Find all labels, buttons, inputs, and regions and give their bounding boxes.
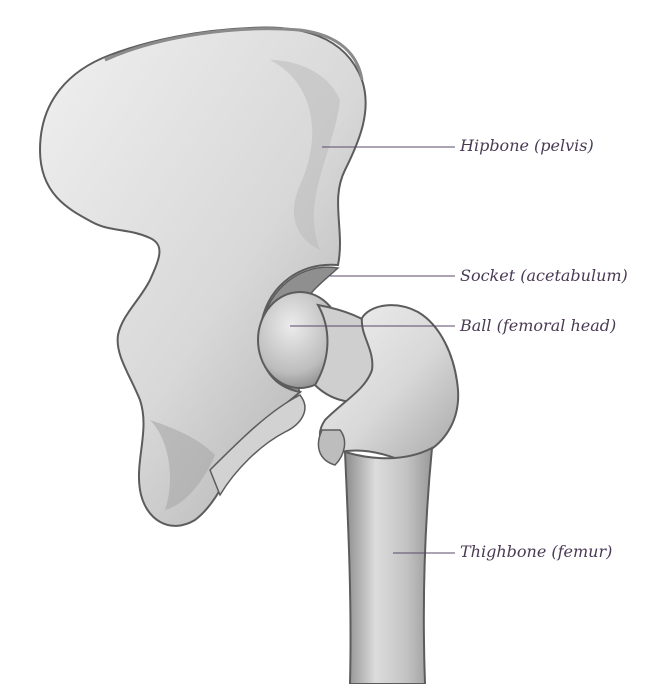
label-hipbone: Hipbone (pelvis) <box>460 138 594 154</box>
femur-shaft <box>345 448 432 684</box>
label-ball: Ball (femoral head) <box>460 318 616 334</box>
label-socket: Socket (acetabulum) <box>460 268 628 284</box>
lesser-trochanter <box>318 430 344 465</box>
label-thighbone: Thighbone (femur) <box>460 544 612 560</box>
